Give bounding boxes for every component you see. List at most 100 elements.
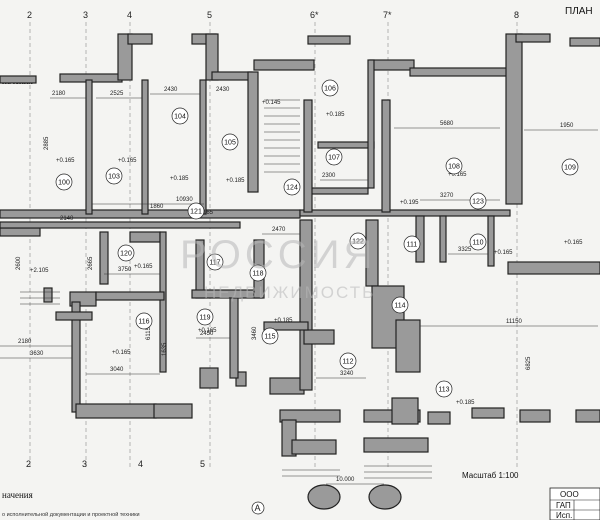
room-label: 109 bbox=[561, 158, 579, 176]
watermark-line1: РОССИЯ bbox=[180, 233, 376, 277]
dim-label: 11150 bbox=[506, 319, 522, 325]
dim-label: 2300 bbox=[322, 173, 336, 179]
room-number: 111 bbox=[407, 241, 418, 248]
room-number: 110 bbox=[472, 239, 483, 246]
dimension-labels: 2180 2525 2430 2430 2300 5680 1950 2140 … bbox=[16, 87, 574, 483]
dim-label: 2665 bbox=[88, 256, 94, 270]
room-label: 113 bbox=[435, 380, 453, 398]
axis-label: 3 bbox=[83, 10, 88, 20]
dim-label: 2430 bbox=[216, 87, 230, 93]
axis-label: 4 bbox=[138, 459, 143, 469]
dim-label: 2430 bbox=[164, 87, 178, 93]
room-label: 116 bbox=[135, 312, 153, 330]
room-number: 120 bbox=[120, 250, 132, 257]
room-circle bbox=[469, 233, 487, 251]
dim-label: 3240 bbox=[340, 371, 354, 377]
room-number: 100 bbox=[58, 179, 70, 186]
room-circle bbox=[249, 264, 267, 282]
room-number: 122 bbox=[352, 238, 364, 245]
room-number: 114 bbox=[394, 302, 405, 309]
interior-walls bbox=[0, 59, 511, 391]
axis-label: 4 bbox=[127, 10, 132, 20]
room-label: 123 bbox=[469, 192, 487, 210]
room-label: 119 bbox=[196, 308, 214, 326]
axis-label: 3 bbox=[82, 459, 87, 469]
axis-marker-a bbox=[251, 501, 265, 515]
level-mark: +0.165 bbox=[198, 328, 217, 334]
room-number: 117 bbox=[209, 259, 220, 266]
room-number: 107 bbox=[328, 154, 340, 161]
axis-label: 5 bbox=[207, 10, 212, 20]
room-label: 105 bbox=[221, 133, 239, 151]
room-circle bbox=[339, 352, 357, 370]
dim-label: 3630 bbox=[30, 351, 44, 357]
room-label: 115 bbox=[261, 327, 279, 345]
room-circle bbox=[435, 380, 453, 398]
exterior-walls bbox=[0, 33, 600, 457]
plan-title: ПЛАН bbox=[565, 6, 593, 17]
room-label: 108 bbox=[445, 157, 463, 175]
room-circle bbox=[105, 167, 123, 185]
dim-label: 3040 bbox=[110, 367, 124, 373]
level-marks: +0.165 +0.165 +0.185 +0.185 +0.145 +0.18… bbox=[30, 100, 583, 406]
room-number: 119 bbox=[199, 314, 210, 321]
room-circle bbox=[391, 296, 409, 314]
level-mark: +0.165 bbox=[56, 158, 75, 164]
room-circle bbox=[321, 79, 339, 97]
room-number: 124 bbox=[286, 184, 298, 191]
room-circle bbox=[349, 232, 367, 250]
legend-line: о исполнительной документации и проектно… bbox=[2, 511, 140, 518]
room-label: 117 bbox=[206, 253, 224, 271]
room-circle bbox=[117, 244, 135, 262]
dim-label: 3325 bbox=[458, 247, 472, 253]
room-number: 116 bbox=[138, 318, 149, 325]
title-block: ООО ГАП Исп. bbox=[549, 487, 600, 520]
watermark-line2: НЕДВИЖИМОСТЬ bbox=[204, 283, 375, 302]
dim-label: 2525 bbox=[110, 91, 124, 97]
room-number: 105 bbox=[224, 139, 236, 146]
room-number: 112 bbox=[342, 358, 353, 365]
dim-label: 2470 bbox=[272, 227, 286, 233]
room-label: 103 bbox=[105, 167, 123, 185]
axis-label: 7* bbox=[383, 10, 392, 20]
room-circle bbox=[261, 327, 279, 345]
dim-label: 2885 bbox=[44, 136, 50, 150]
room-circle bbox=[325, 148, 343, 166]
level-mark: +0.145 bbox=[262, 100, 281, 106]
room-label: 122 bbox=[349, 232, 367, 250]
room-labels: 100 103 104 105 106 107 108 109 110 111 112 113 114 1… bbox=[55, 79, 579, 398]
room-label: 110 bbox=[469, 233, 487, 251]
level-mark: +0.165 bbox=[564, 240, 583, 246]
dim-label: 3750 bbox=[118, 267, 132, 273]
axis-markers-bottom: 2 3 4 5 А bbox=[26, 459, 265, 515]
room-label: 112 bbox=[339, 352, 357, 370]
room-label: 100 bbox=[55, 173, 73, 191]
level-mark: +0.185 bbox=[274, 318, 293, 324]
dim-label: 2180 bbox=[18, 339, 32, 345]
room-circle bbox=[561, 158, 579, 176]
room-circle bbox=[187, 202, 205, 220]
level-mark: +2.105 bbox=[30, 268, 49, 274]
scale-label: Масштаб 1:100 bbox=[462, 471, 519, 480]
grid-axes bbox=[29, 22, 518, 470]
axis-label: 6* bbox=[310, 10, 319, 20]
level-mark: +0.165 bbox=[112, 350, 131, 356]
level-mark: +0.185 bbox=[456, 400, 475, 406]
axis-label: 2 bbox=[26, 459, 31, 469]
level-mark: +0.185 bbox=[170, 176, 189, 182]
dimension-lines bbox=[0, 93, 598, 485]
level-mark: -0.165 bbox=[196, 210, 214, 216]
entrance-columns bbox=[307, 484, 402, 510]
room-label: 124 bbox=[283, 178, 301, 196]
dim-label: 3460 bbox=[252, 326, 258, 340]
level-mark: +0.185 bbox=[226, 178, 245, 184]
room-number: 109 bbox=[564, 164, 576, 171]
axis-label: 2 bbox=[27, 10, 32, 20]
room-circle bbox=[196, 308, 214, 326]
room-circle bbox=[171, 107, 189, 125]
level-mark: +0.165 bbox=[134, 264, 153, 270]
room-label: 104 bbox=[171, 107, 189, 125]
room-number: 106 bbox=[324, 85, 336, 92]
